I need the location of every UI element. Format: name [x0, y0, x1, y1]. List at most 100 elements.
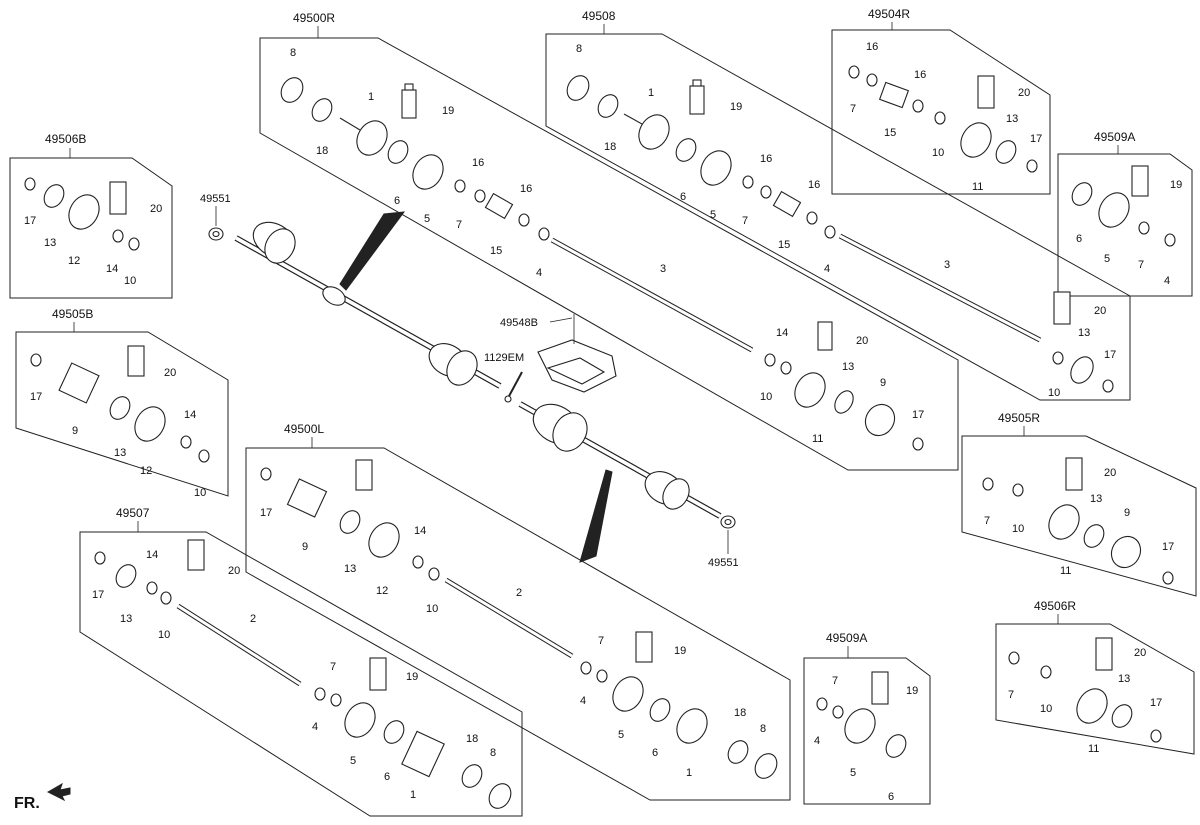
part-callout: 8	[576, 43, 582, 55]
part-callout: 18	[316, 145, 328, 157]
part-callout: 17	[912, 409, 924, 421]
part-callout: 10	[1012, 523, 1024, 535]
part-callout: 19	[406, 671, 418, 683]
part-callout: 9	[1124, 507, 1130, 519]
part-callout: 10	[124, 275, 136, 287]
part-callout: 7	[984, 515, 990, 527]
part-callout: 9	[302, 541, 308, 553]
group-49507: 49507	[79, 506, 523, 817]
part-callout: 5	[424, 213, 430, 225]
part-callout: 11	[812, 433, 823, 445]
left-drive-shaft-assembly	[518, 401, 722, 563]
part-callout: 20	[150, 203, 162, 215]
group-49500L: 49500L	[245, 422, 791, 801]
part-callout: 19	[674, 645, 686, 657]
part-callout: 6	[888, 791, 894, 803]
part-callout: 1	[410, 789, 416, 801]
part-callout: 2	[250, 613, 256, 625]
group-49500R-parts: 8 18 1 19 6 5 7 16 16 15 4 3 20 14 13 9 …	[280, 47, 924, 451]
part-callout: 3	[660, 263, 666, 275]
part-callout: 16	[914, 69, 926, 81]
part-callout: 20	[1094, 305, 1106, 317]
part-callout: 5	[710, 209, 716, 221]
group-49506R-parts: 7 10 20 13 17 11	[1008, 637, 1162, 755]
part-callout: 10	[426, 603, 438, 615]
part-callout: 12	[68, 255, 80, 267]
group-code: 49509A	[1094, 130, 1135, 144]
part-callout: 19	[442, 105, 454, 117]
part-callout: 5	[350, 755, 356, 767]
part-callout: 10	[760, 391, 772, 403]
part-callout: 13	[1118, 673, 1130, 685]
part-callout: 1	[648, 87, 654, 99]
part-callout: 20	[228, 565, 240, 577]
part-callout: 4	[536, 267, 542, 279]
group-49508: 49508	[545, 9, 1131, 401]
group-code: 49505R	[998, 411, 1040, 425]
part-callout: 4	[824, 263, 830, 275]
part-callout: 6	[680, 191, 686, 203]
part-callout: 16	[472, 157, 484, 169]
part-callout: 7	[832, 675, 838, 687]
part-callout: 18	[734, 707, 746, 719]
part-callout: 20	[164, 367, 176, 379]
bracket-bolt: 1129EM	[484, 352, 524, 403]
group-49500L-parts: 17 9 13 12 14 10 2 7 19 4 5 6 1 18 8	[260, 459, 778, 779]
part-callout: 11	[1060, 565, 1071, 577]
part-callout: 7	[330, 661, 336, 673]
part-callout: 6	[384, 771, 390, 783]
part-callout: 13	[1006, 113, 1018, 125]
front-direction-marker: FR.	[14, 782, 71, 812]
part-callout: 10	[1040, 703, 1052, 715]
part-callout: 5	[1104, 253, 1110, 265]
part-callout: 14	[414, 525, 426, 537]
group-49509A-top: 49509A	[1057, 130, 1193, 297]
part-callout: 18	[466, 733, 478, 745]
part-callout: 11	[1088, 743, 1099, 755]
part-callout: 14	[184, 409, 196, 421]
arrow-icon	[46, 782, 71, 802]
part-code: 1129EM	[484, 352, 524, 364]
part-callout: 17	[1104, 349, 1116, 361]
group-code: 49507	[116, 506, 150, 520]
part-callout: 8	[760, 723, 766, 735]
part-callout: 14	[106, 263, 118, 275]
part-callout: 7	[742, 215, 748, 227]
group-49508-parts: 8 18 1 19 6 5 7 16 16 15 4 3 20 13 17 10	[566, 43, 1116, 399]
group-49509A-bottom: 49509A	[803, 631, 931, 805]
part-callout: 16	[866, 41, 878, 53]
direction-label: FR.	[14, 795, 40, 812]
group-49504R-parts: 16 16 7 15 10 20 13 17 11	[848, 41, 1042, 193]
group-49505R-parts: 7 10 20 13 9 11 17	[982, 457, 1174, 585]
part-callout: 4	[1164, 275, 1170, 287]
part-callout: 13	[344, 563, 356, 575]
part-callout: 16	[760, 153, 772, 165]
part-callout: 15	[778, 239, 790, 251]
part-callout: 20	[1134, 647, 1146, 659]
right-drive-shaft-assembly	[234, 211, 502, 389]
part-callout: 15	[490, 245, 502, 257]
group-49505B: 49505B	[15, 307, 229, 497]
group-code: 49506B	[45, 132, 86, 146]
part-callout: 4	[580, 695, 586, 707]
part-callout: 14	[776, 327, 788, 339]
part-callout: 13	[842, 361, 854, 373]
part-callout: 17	[92, 589, 104, 601]
part-callout: 16	[808, 179, 820, 191]
part-callout: 20	[856, 335, 868, 347]
part-callout: 4	[312, 721, 318, 733]
part-callout: 14	[146, 549, 158, 561]
bearing-bracket: 49548B	[500, 314, 617, 393]
part-callout: 11	[972, 181, 983, 193]
part-callout: 8	[490, 747, 496, 759]
part-callout: 15	[884, 127, 896, 139]
group-code: 49504R	[868, 7, 910, 21]
part-callout: 5	[850, 767, 856, 779]
group-49509A-bottom-parts: 7 19 4 5 6	[814, 671, 918, 803]
part-callout: 12	[140, 465, 152, 477]
part-code: 49551	[708, 557, 739, 569]
hub-nut-top: 49551	[200, 193, 231, 241]
part-callout: 10	[932, 147, 944, 159]
part-callout: 9	[880, 377, 886, 389]
